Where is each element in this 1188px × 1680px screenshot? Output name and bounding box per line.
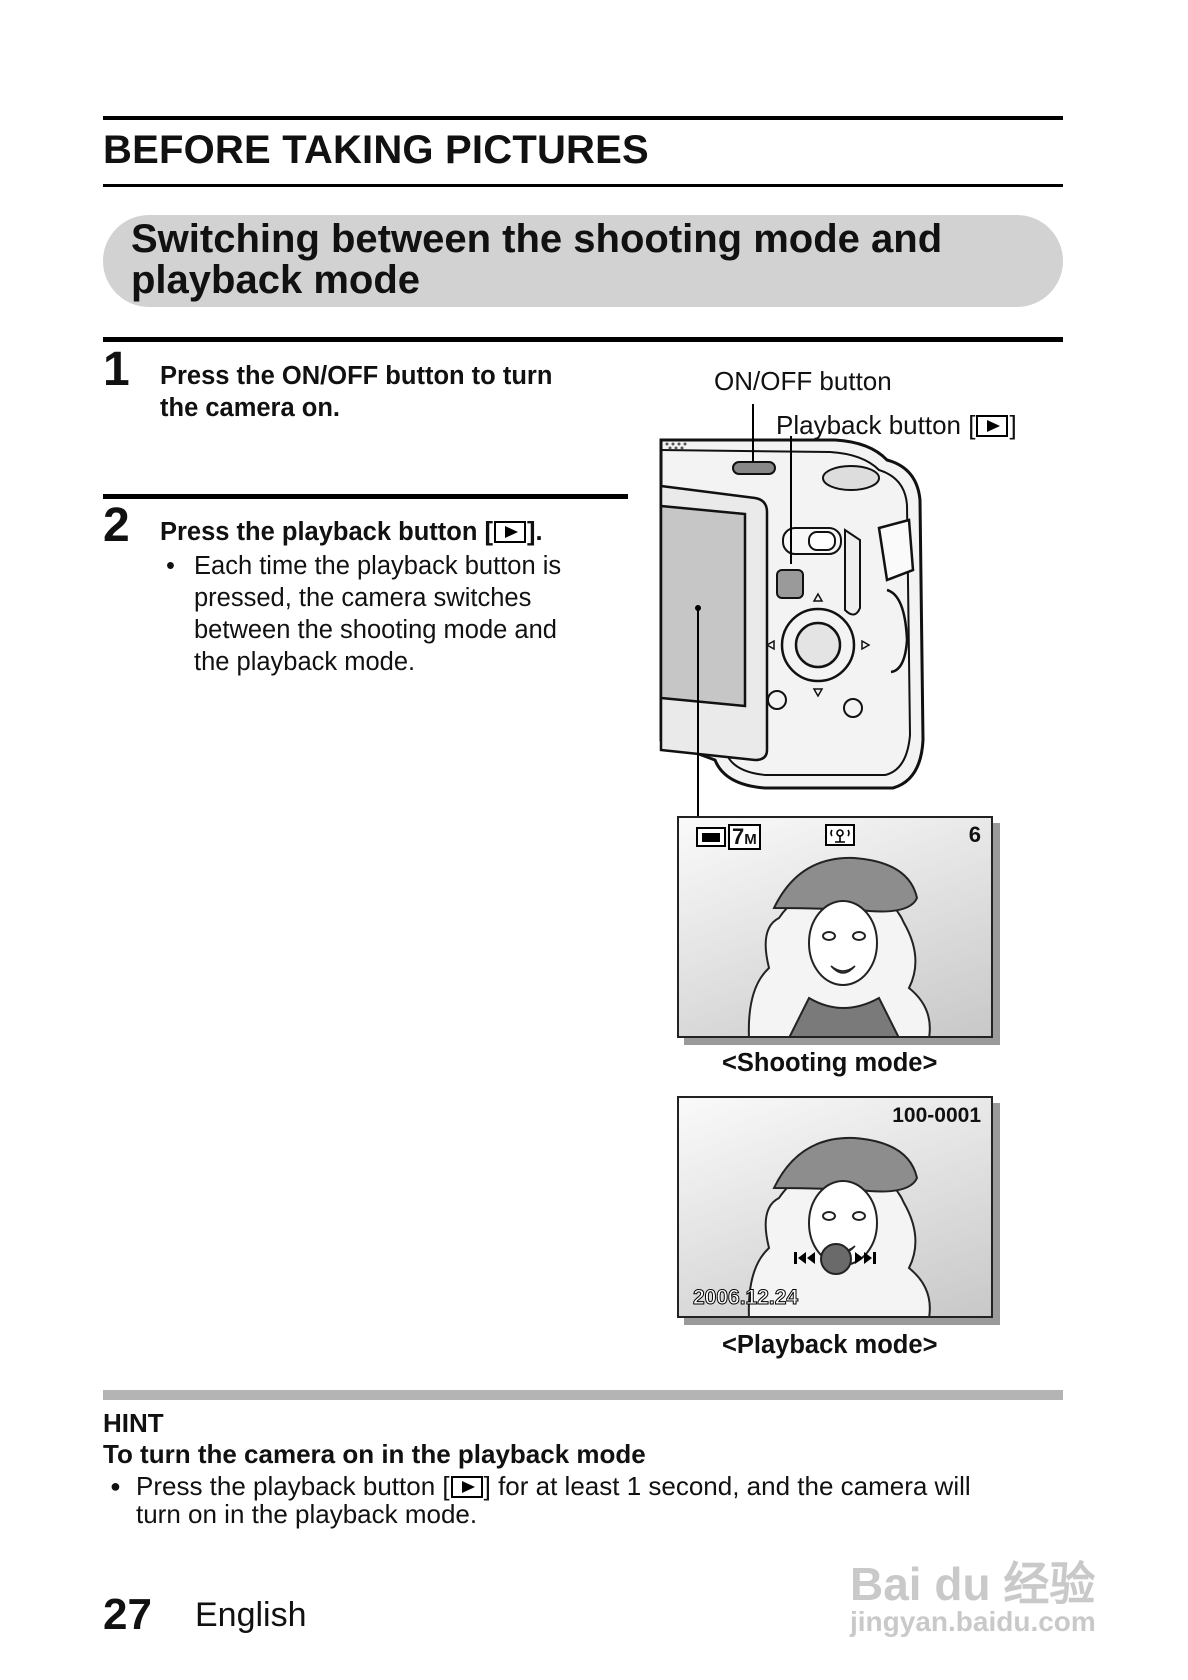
play-icon [976, 415, 1009, 437]
watermark-brand: Bai du 经验 [850, 1558, 1096, 1610]
section-title-line2: playback mode [131, 258, 421, 302]
language-label: English [195, 1596, 307, 1634]
step-2-text: Press the playback button []. [160, 516, 543, 548]
page-number: 27 [103, 1590, 152, 1639]
stabilizer-icon [825, 824, 855, 846]
watermark-url: jingyan.baidu.com [850, 1606, 1096, 1637]
hint-bullet: ● [110, 1476, 121, 1496]
portrait-illustration [747, 856, 931, 1036]
leader-lines [697, 404, 792, 844]
bullet-marker: • [166, 552, 175, 580]
step-1-text: Press the ON/OFF button to turn the came… [160, 360, 552, 424]
section-banner: Switching between the shooting mode and … [103, 215, 1063, 307]
file-number: 100-0001 [892, 1104, 981, 1127]
playback-control-button [820, 1243, 852, 1275]
camera-illustration [659, 438, 925, 790]
section-title-line1: Switching between the shooting mode and [131, 217, 943, 261]
play-icon [494, 521, 526, 543]
step-1-line2: the camera on. [160, 394, 340, 422]
bullet-line: between the shooting mode and [194, 616, 557, 644]
step-2-rule [103, 494, 628, 499]
step-2-text-before: Press the playback button [ [160, 518, 493, 546]
playback-mode-screen: 100-0001 2006.12.24 [677, 1096, 993, 1318]
step-2-text-after: ]. [527, 518, 543, 546]
steps-rule [103, 337, 1063, 342]
hint-text-after: ] for at least 1 second, and the camera … [483, 1471, 971, 1501]
camera-icon [696, 827, 726, 847]
chapter-rule [103, 184, 1063, 187]
step-1-line1: Press the ON/OFF button to turn [160, 362, 553, 390]
resolution-indicator: 7M [728, 824, 761, 850]
step-1-number: 1 [103, 343, 130, 396]
hint-subtitle: To turn the camera on in the playback mo… [103, 1439, 646, 1469]
step-2-bullet-text: Each time the playback button is pressed… [194, 550, 614, 678]
bullet-line: Each time the playback button is [194, 552, 562, 580]
bullet-line: the playback mode. [194, 648, 416, 676]
hint-text-before: Press the playback button [ [136, 1471, 450, 1501]
step-2-bullet: • Each time the playback button is press… [166, 550, 626, 690]
capture-date: 2006.12.24 [692, 1286, 799, 1310]
shooting-mode-caption: <Shooting mode> [722, 1049, 938, 1077]
onoff-label: ON/OFF button [714, 366, 892, 396]
playback-label-after: ] [1009, 410, 1017, 440]
resolution-unit: M [744, 831, 757, 848]
bullet-line: pressed, the camera switches [194, 584, 532, 612]
portrait-illustration [747, 1136, 931, 1316]
play-icon [450, 1476, 483, 1498]
shooting-mode-screen: 7M 6 [677, 816, 993, 1038]
chapter-title: BEFORE TAKING PICTURES [103, 128, 649, 172]
skip-back-icon [794, 1252, 815, 1264]
playback-label: Playback button [] [776, 410, 1017, 440]
section-title: Switching between the shooting mode and … [131, 219, 942, 301]
hint-label: HINT [103, 1408, 164, 1438]
hint-rule [103, 1390, 1063, 1400]
skip-forward-icon [855, 1252, 876, 1264]
step-2-number: 2 [103, 499, 130, 552]
resolution-digit: 7 [732, 824, 745, 849]
shots-remaining: 6 [968, 822, 981, 847]
playback-mode-caption: <Playback mode> [722, 1331, 938, 1359]
playback-label-before: Playback button [ [776, 410, 976, 440]
hint-line2: turn on in the playback mode. [136, 1499, 478, 1529]
top-rule [103, 116, 1063, 120]
